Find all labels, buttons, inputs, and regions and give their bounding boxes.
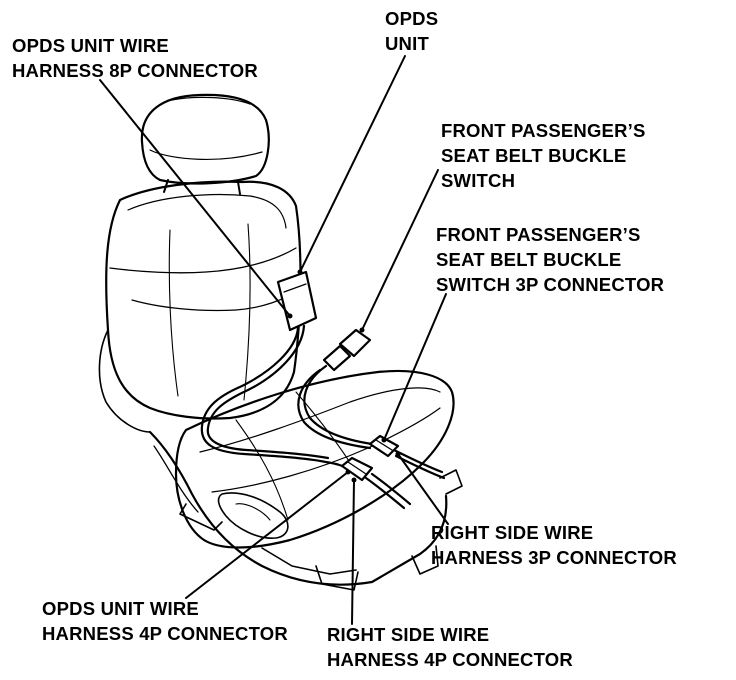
- leader-8p: [99, 79, 291, 317]
- label-line: FRONT PASSENGER’S: [436, 224, 641, 245]
- label-line: SEAT BELT BUCKLE: [441, 145, 627, 166]
- label-front-passenger-buckle-switch-3p: FRONT PASSENGER’S SEAT BELT BUCKLE SWITC…: [436, 222, 664, 297]
- label-line: OPDS UNIT WIRE: [42, 598, 199, 619]
- label-line: OPDS UNIT WIRE: [12, 35, 169, 56]
- leader-dots: [287, 269, 401, 483]
- label-opds-unit-wire-harness-4p: OPDS UNIT WIRE HARNESS 4P CONNECTOR: [42, 596, 288, 646]
- connector-4p: [340, 456, 374, 482]
- leader-lines: [99, 55, 449, 625]
- label-line: UNIT: [385, 33, 429, 54]
- label-line: RIGHT SIDE WIRE: [431, 522, 594, 543]
- label-line: HARNESS 4P CONNECTOR: [42, 623, 288, 644]
- headrest: [140, 93, 270, 195]
- buckle-switch-part: [322, 328, 372, 372]
- leader-rs-3p: [397, 453, 449, 525]
- label-opds-unit-wire-harness-8p: OPDS UNIT WIRE HARNESS 8P CONNECTOR: [12, 33, 258, 83]
- label-line: SWITCH 3P CONNECTOR: [436, 274, 665, 295]
- seat-base: [148, 430, 463, 591]
- label-right-side-wire-harness-4p: RIGHT SIDE WIRE HARNESS 4P CONNECTOR: [327, 622, 573, 672]
- label-line: HARNESS 3P CONNECTOR: [431, 547, 677, 568]
- opds-unit-part: [276, 270, 318, 332]
- connector-3p: [368, 434, 400, 458]
- label-line: HARNESS 8P CONNECTOR: [12, 60, 258, 81]
- leader-buckle: [361, 169, 439, 331]
- label-right-side-wire-harness-3p: RIGHT SIDE WIRE HARNESS 3P CONNECTOR: [431, 520, 677, 570]
- label-line: FRONT PASSENGER’S: [441, 120, 646, 141]
- label-line: HARNESS 4P CONNECTOR: [327, 649, 573, 670]
- leader-opds-unit: [299, 55, 406, 273]
- label-front-passenger-buckle-switch: FRONT PASSENGER’S SEAT BELT BUCKLE SWITC…: [441, 118, 646, 193]
- label-line: OPDS: [385, 8, 439, 29]
- leader-opds-4p: [185, 471, 349, 599]
- label-line: SWITCH: [441, 170, 516, 191]
- label-line: RIGHT SIDE WIRE: [327, 624, 490, 645]
- label-line: SEAT BELT BUCKLE: [436, 249, 622, 270]
- label-opds-unit: OPDS UNIT: [385, 6, 438, 56]
- leader-rs-4p: [351, 479, 355, 625]
- seat-back: [98, 180, 302, 433]
- leader-buckle-3p: [383, 293, 447, 441]
